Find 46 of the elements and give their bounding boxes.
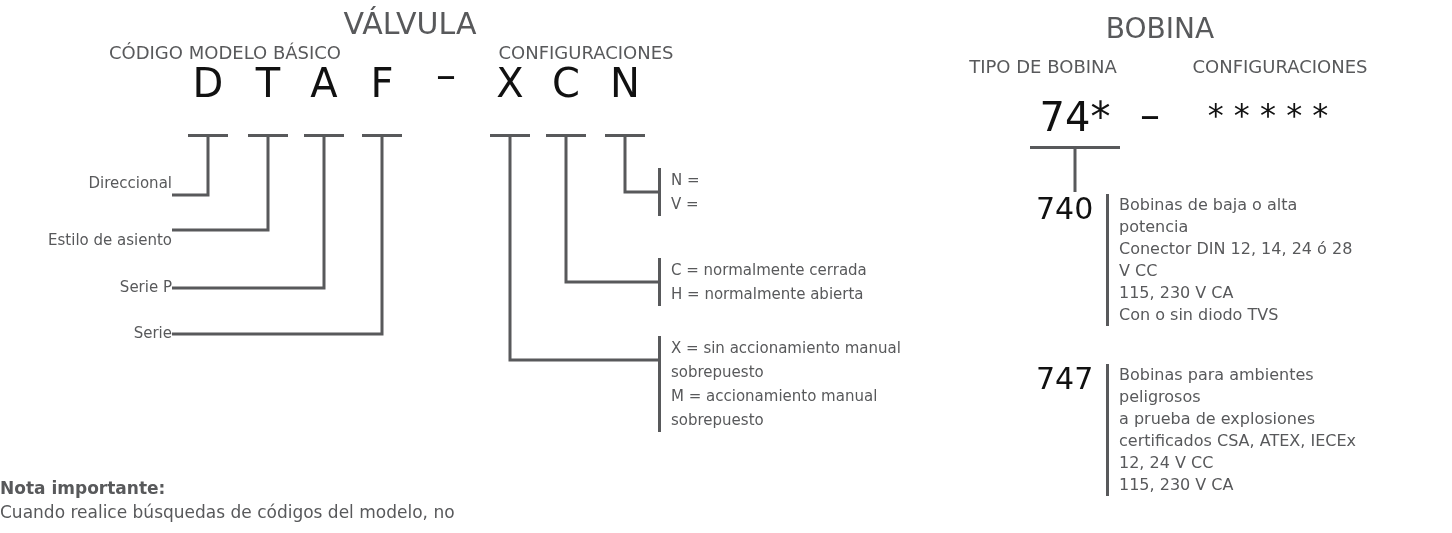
option-text: V = (671, 194, 700, 215)
code-letter: C (552, 60, 580, 106)
group-heading: CONFIGURACIONES (1192, 56, 1368, 77)
separator-dash: – (436, 52, 456, 98)
wildcard-marks: * * * * * (1207, 96, 1329, 134)
description-text: Serie P (119, 278, 172, 296)
coil-code: 747 (1036, 362, 1094, 396)
code-letter: N (610, 60, 640, 106)
option-text: C = normalmente cerrada (671, 260, 868, 281)
leader-line (172, 137, 210, 197)
leader-line (508, 137, 658, 362)
leader-line (623, 137, 658, 194)
option-text: M = accionamiento manual sobrepuesto (671, 386, 879, 431)
separator-dash: – (1140, 92, 1160, 138)
group-heading: TIPO DE BOBINA (969, 56, 1117, 77)
description-line: a prueba de explosiones certificados CSA, ATEX, IECEx (1119, 408, 1358, 452)
description-line: 115, 230 V CA (1119, 474, 1235, 496)
description-line: Con o sin diodo TVS (1119, 304, 1280, 326)
code-letter: X (496, 60, 524, 106)
group-heading: CÓDIGO MODELO BÁSICO (108, 42, 342, 63)
code-letter: A (310, 60, 338, 106)
coil-code: 740 (1036, 192, 1094, 226)
leader-line (172, 137, 384, 336)
code-letter: F (370, 60, 394, 106)
leader-line (172, 137, 326, 290)
description-line: Bobinas de baja o alta potencia (1119, 194, 1299, 238)
leader-line (172, 137, 270, 232)
note-text: Cuando realice búsquedas de códigos del modelo, no (0, 502, 455, 522)
leader-line (1073, 149, 1077, 192)
coil-code: 74* (1039, 94, 1111, 140)
description-line: 12, 24 V CC (1119, 452, 1215, 474)
note-heading: Nota importante: (0, 478, 166, 498)
description-text: Direccional (88, 174, 172, 192)
option-text: H = normalmente abierta (671, 284, 865, 305)
group-heading: CONFIGURACIONES (498, 42, 674, 63)
description-line: 115, 230 V CA (1119, 282, 1235, 304)
description-line: Conector DIN 12, 14, 24 ó 28 V CC (1119, 238, 1354, 282)
option-text: X = sin accionamiento manual sobrepuesto (671, 338, 902, 383)
leader-line (564, 137, 658, 284)
description-text: Estilo de asiento (48, 231, 172, 249)
section-heading: VÁLVULA (343, 6, 477, 41)
section-heading: BOBINA (1105, 12, 1215, 45)
code-letter: D (192, 60, 224, 106)
description-text: Serie (133, 324, 172, 342)
code-letter: T (255, 60, 281, 106)
option-text: N = (671, 170, 701, 191)
